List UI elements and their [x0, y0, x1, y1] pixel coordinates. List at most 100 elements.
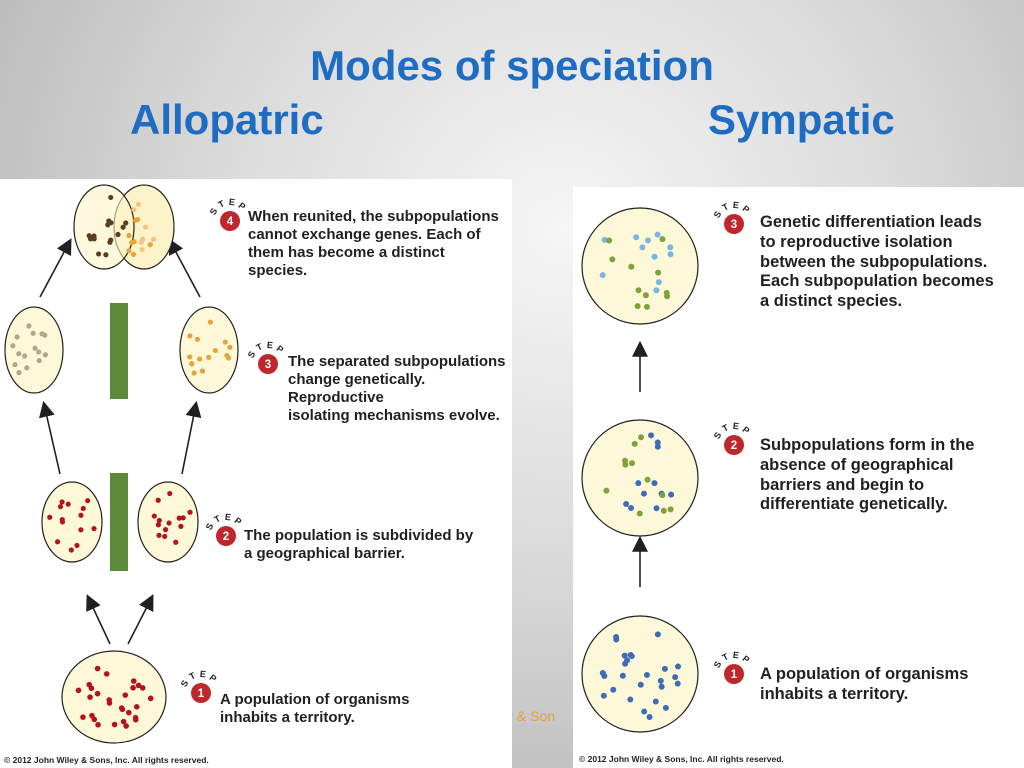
arrow-2-to-3-right [181, 400, 202, 475]
organism-dot [636, 510, 643, 517]
organism-dot [662, 704, 669, 711]
organism-dot [130, 684, 136, 691]
organism-dot [178, 523, 184, 529]
organism-dot [166, 520, 172, 526]
organism-dot [130, 678, 137, 684]
step-label-letter: T [213, 513, 223, 525]
organism-dot [601, 673, 608, 680]
organism-dot [139, 685, 146, 691]
organism-dot [628, 263, 635, 270]
organism-dot [123, 723, 129, 729]
organism-dot [135, 682, 142, 689]
species-step-4-left [73, 184, 135, 270]
step-label-letter: P [274, 343, 285, 355]
organism-dot [622, 457, 629, 464]
step-number: 2 [223, 531, 229, 543]
step-label-letter: E [732, 200, 739, 211]
organism-dot [151, 513, 157, 519]
organism-dot [147, 242, 153, 248]
organism-dot [155, 522, 162, 528]
organism-dot [47, 514, 53, 520]
step-label-letter: P [207, 672, 218, 684]
organism-dot [106, 697, 112, 703]
organism-dot [39, 331, 45, 337]
organism-dot [212, 347, 218, 354]
organism-dot [176, 515, 182, 521]
organism-dot [91, 233, 97, 239]
organism-dot [634, 303, 641, 310]
organism-dot [187, 354, 193, 360]
organism-dot [87, 694, 93, 700]
step-label-letter: S [204, 521, 216, 531]
organism-dot [130, 251, 137, 257]
organism-dot [156, 532, 162, 538]
step-label-letter: T [255, 341, 265, 353]
arrow-3-to-4-left [39, 238, 72, 298]
organism-dot [599, 272, 606, 279]
footer-fragment: y & Son [506, 708, 556, 724]
organism-dot [115, 231, 121, 238]
organism-dot [105, 222, 111, 228]
organism-dot [199, 368, 206, 374]
organism-dot [156, 517, 162, 524]
organism-dot [78, 527, 84, 533]
organism-dot [646, 713, 653, 720]
organism-dot [653, 505, 660, 512]
organism-dot [651, 253, 658, 260]
organism-dot [652, 698, 659, 705]
step-label-letter: P [236, 200, 247, 212]
organism-dot [14, 334, 20, 340]
step-number: 1 [198, 688, 205, 700]
organism-dot [655, 279, 662, 286]
organism-dot [94, 665, 101, 672]
organism-dot [85, 498, 91, 504]
organism-dot [206, 354, 212, 360]
organism-dot [613, 636, 620, 643]
step-label-letter: S [246, 349, 258, 359]
organism-dot [24, 365, 30, 371]
organism-dot [187, 333, 193, 339]
organism-dot [628, 504, 635, 511]
organism-dot [12, 361, 18, 368]
organism-dot [651, 480, 658, 487]
step-badge [216, 526, 236, 546]
organism-dot [96, 251, 102, 257]
organism-dot [621, 652, 628, 659]
step-label-letter: P [740, 424, 751, 436]
organism-dot [654, 443, 661, 450]
organism-dot [187, 509, 193, 515]
organism-dot [654, 631, 661, 638]
organism-dot [659, 236, 666, 243]
organism-dot [644, 476, 651, 483]
organism-dot [78, 512, 84, 518]
step-label-letter: S [208, 206, 220, 216]
organism-dot [606, 237, 613, 244]
step-badge [724, 664, 744, 684]
subpopulation-step-3-right [179, 306, 239, 394]
organism-dot [42, 352, 49, 358]
organism-dot [667, 506, 674, 513]
organism-dot [610, 686, 617, 693]
organism-dot [189, 361, 195, 367]
step-label-letter: T [217, 198, 227, 210]
arrow-3-to-4-right [168, 238, 201, 298]
organism-dot [26, 323, 32, 329]
barrier-step-3 [110, 303, 128, 399]
organism-dot [95, 721, 101, 728]
organism-dot [162, 533, 168, 540]
organism-dot [224, 352, 230, 359]
step-number: 2 [731, 440, 737, 452]
step-label-letter: T [721, 651, 731, 663]
step-number: 3 [265, 359, 271, 371]
organism-dot [623, 501, 630, 508]
organism-dot [659, 492, 666, 499]
step-label-letter: T [721, 201, 731, 213]
slide-title: Modes of speciation [310, 42, 714, 89]
organism-dot [668, 491, 675, 498]
